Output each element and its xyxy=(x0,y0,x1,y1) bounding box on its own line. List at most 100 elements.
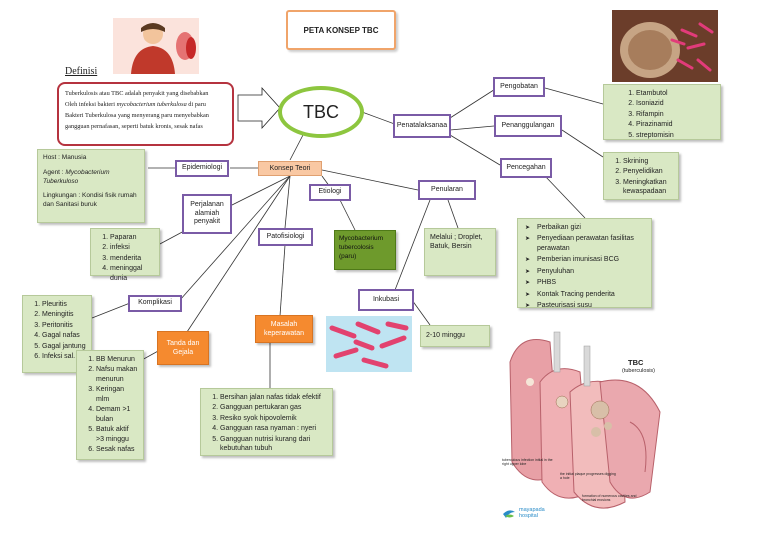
etiologi-value-box: Mycobacterium tubercolosis (paru) xyxy=(334,230,396,270)
list-item: Isoniazid xyxy=(636,99,715,108)
node-pencegahan: Pencegahan xyxy=(500,158,552,178)
list-item: BB Menurun xyxy=(96,355,138,364)
list-item: Keringan mlm xyxy=(96,385,138,404)
list-item: Gagal jantung xyxy=(42,342,86,351)
gejala-list-box: BB Menurun Nafsu makan menurun Keringan … xyxy=(76,350,144,460)
list-item: Pirazinamid xyxy=(636,120,715,129)
list-item: Sesak nafas xyxy=(96,445,138,454)
node-perjalanan: Perjalanan alamiah penyakit xyxy=(182,194,232,234)
list-item: Infeksi sal. ce xyxy=(42,352,86,361)
lung-title: TBC xyxy=(628,358,644,367)
hospital-logo-icon xyxy=(503,510,515,518)
list-item: Pasteurisasi susu xyxy=(525,301,646,311)
agent-text: Agent : Mycobacterium Tuberkuloso xyxy=(43,169,139,187)
definisi-line-2-a: Oleh infeksi bakteri xyxy=(65,101,116,109)
lung-caption-1: tuberculous infection initial in the rig… xyxy=(502,458,553,467)
komplikasi-list: Pleuritis Meningitis Peritonitis Gagal n… xyxy=(28,300,86,362)
list-item: Pleuritis xyxy=(42,300,86,309)
node-pengobatan: Pengobatan xyxy=(493,77,545,97)
node-inkubasi: Inkubasi xyxy=(358,289,414,311)
penanggulangan-list-box: Skrining Penyelidikan Meningkatkan kewas… xyxy=(603,152,679,200)
definisi-line-2: Oleh infeksi bakteri mycobacterium tuber… xyxy=(65,99,226,110)
lung-caption-3: formation of numerous cavities and bronc… xyxy=(582,494,637,503)
definisi-box: Tuberkulosis atau TBC adalah penyakit ya… xyxy=(57,82,234,146)
perjalanan-list-box: Paparan infeksi menderita meninggal duni… xyxy=(90,228,160,282)
list-item: Meningkatkan kewaspadaan xyxy=(623,178,673,197)
pencegahan-list-box: Perbaikan gizi Penyediaan perawatan fasi… xyxy=(517,218,652,311)
definisi-heading: Definisi xyxy=(65,66,98,77)
hospital-logo-line2: hospital xyxy=(519,513,538,519)
node-penatalaksanaa: Penatalaksanaa xyxy=(393,114,451,138)
agent-value: Mycobacterium Tuberkuloso xyxy=(43,168,110,185)
lung-caption-2: the initial plaque progresses digging a … xyxy=(560,472,616,481)
host-text: Host : Manusia xyxy=(43,154,87,161)
node-konsep-teori: Konsep Teori xyxy=(258,161,322,176)
list-item: Gagal nafas xyxy=(42,331,86,340)
list-item: Meningitis xyxy=(42,310,86,319)
perjalanan-list: Paparan infeksi menderita meninggal duni… xyxy=(96,233,154,283)
arrow-shape xyxy=(237,86,281,130)
list-item: Pemberian imunisasi BCG xyxy=(525,255,646,265)
list-item: Kontak Tracing penderita xyxy=(525,290,646,300)
list-item: infeksi xyxy=(110,243,154,252)
definisi-line-2-b: di paru xyxy=(188,101,206,109)
list-item: Gangguan nutrisi kurang dari kebutuhan t… xyxy=(220,435,327,454)
list-item: Bersihan jalan nafas tidak efektif xyxy=(220,393,327,402)
definisi-line-4: gangguan pernafasan, seperti batuk kroni… xyxy=(65,123,203,131)
agent-label: Agent : xyxy=(43,168,64,176)
pencegahan-list: Perbaikan gizi Penyediaan perawatan fasi… xyxy=(523,223,646,311)
page-title: PETA KONSEP TBC xyxy=(286,10,396,50)
inkubasi-value-box: 2-10 minggu xyxy=(420,325,490,347)
list-item: Paparan xyxy=(110,233,154,242)
node-epidemiologi: Epidemiologi xyxy=(175,160,229,177)
definisi-line-3: Bakteri Tuberkulosa yang menyerang paru … xyxy=(65,112,209,120)
list-item: Peritonitis xyxy=(42,321,86,330)
lingkungan-text: Lingkungan : Kondisi fisik rumah dan San… xyxy=(43,192,137,209)
lung-subtitle: (tuberculosis) xyxy=(622,368,656,374)
hospital-logo-text: mayapada hospital xyxy=(519,507,545,519)
list-item: Penyediaan perawatan fasilitas perawatan xyxy=(525,234,646,253)
list-item: Perbaikan gizi xyxy=(525,223,646,233)
list-item: meninggal dunia xyxy=(110,264,154,283)
list-item: PHBS xyxy=(525,278,646,288)
host-box: Host : Manusia Agent : Mycobacterium Tub… xyxy=(37,149,145,223)
list-item: Nafsu makan menurun xyxy=(96,365,138,384)
definisi-organism: mycobacterium tuberkulosa xyxy=(116,101,187,109)
node-patofisiologi: Patofisiologi xyxy=(258,228,313,246)
center-tbc-label: TBC xyxy=(303,101,339,122)
hospital-logo-line1: mayapada xyxy=(519,506,545,513)
list-item: Rifampin xyxy=(636,110,715,119)
list-item: Penyelidikan xyxy=(623,167,673,176)
node-penanggulangan: Penanggulangan xyxy=(494,115,562,137)
list-item: Penyuluhan xyxy=(525,267,646,277)
node-etiologi: Etiologi xyxy=(309,184,351,201)
center-tbc-node: TBC xyxy=(278,86,364,138)
bacteria-lung-photo xyxy=(612,10,718,82)
list-item: Gangguan rasa nyaman : nyeri xyxy=(220,424,327,433)
masalah-list-box: Bersihan jalan nafas tidak efektif Gangg… xyxy=(200,388,333,456)
node-masalah-keperawatan: Masalah keperawatan xyxy=(255,315,313,343)
list-item: Skrining xyxy=(623,157,673,166)
gejala-list: BB Menurun Nafsu makan menurun Keringan … xyxy=(82,355,138,454)
list-item: Resiko syok hipovolemik xyxy=(220,414,327,423)
list-item: Batuk aktif >3 minggu xyxy=(96,425,138,444)
node-komplikasi: Komplikasi xyxy=(128,295,182,312)
definisi-line-1: Tuberkulosis atau TBC adalah penyakit ya… xyxy=(65,90,209,97)
node-penularan: Penularan xyxy=(418,180,476,200)
pengobatan-list: Etambutol Isoniazid Rifampin Pirazinamid… xyxy=(618,89,715,140)
pengobatan-list-box: Etambutol Isoniazid Rifampin Pirazinamid… xyxy=(603,84,721,140)
penanggulangan-list: Skrining Penyelidikan Meningkatkan kewas… xyxy=(609,157,673,197)
list-item: streptomisin xyxy=(636,131,715,140)
bacteria-illustration xyxy=(326,316,412,372)
lung-illustration: TBC (tuberculosis) tuberculous infection… xyxy=(500,322,680,530)
sick-person-illustration xyxy=(113,18,199,74)
list-item: Demam >1 bulan xyxy=(96,405,138,424)
penularan-value-box: Melalui ; Droplet, Batuk, Bersin xyxy=(424,228,496,276)
list-item: Etambutol xyxy=(636,89,715,98)
hospital-logo: mayapada hospital xyxy=(502,506,545,520)
list-item: Gangguan pertukaran gas xyxy=(220,403,327,412)
node-tanda-gejala: Tanda dan Gejala xyxy=(157,331,209,365)
masalah-list: Bersihan jalan nafas tidak efektif Gangg… xyxy=(206,393,327,454)
list-item: menderita xyxy=(110,254,154,263)
